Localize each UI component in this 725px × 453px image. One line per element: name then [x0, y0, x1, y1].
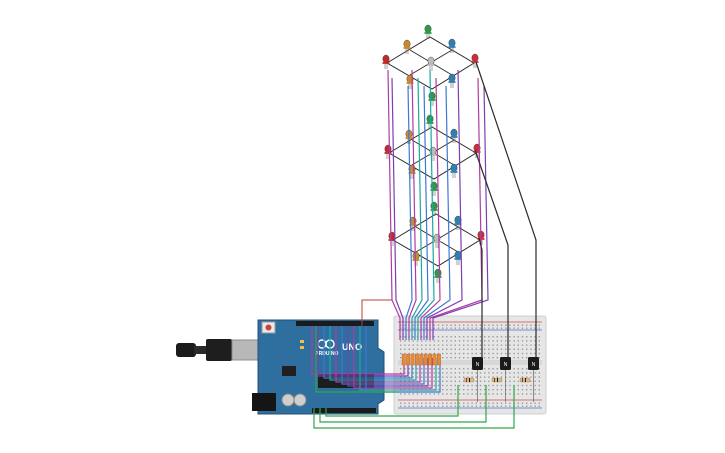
led[interactable] — [424, 24, 432, 39]
wire[interactable] — [319, 385, 487, 423]
led[interactable] — [448, 38, 456, 53]
led[interactable] — [427, 56, 435, 71]
transistor[interactable]: N — [472, 357, 483, 402]
wire[interactable] — [475, 61, 537, 360]
resistor[interactable] — [401, 353, 406, 366]
resistor[interactable] — [415, 353, 419, 366]
transistor[interactable]: N — [500, 357, 511, 402]
led[interactable] — [454, 215, 462, 230]
wire[interactable] — [323, 326, 413, 379]
wire[interactable] — [391, 77, 404, 340]
led[interactable] — [382, 54, 390, 69]
resistor[interactable] — [428, 353, 432, 366]
resistor[interactable] — [410, 353, 415, 366]
transistor-label: N — [504, 362, 508, 368]
wire[interactable] — [311, 326, 405, 375]
wire[interactable] — [341, 326, 425, 385]
cube-layer — [382, 24, 479, 106]
wire[interactable] — [365, 326, 441, 393]
cube-layer — [388, 201, 485, 283]
wire[interactable] — [478, 237, 483, 360]
wire[interactable] — [387, 69, 401, 340]
wire[interactable] — [474, 149, 509, 360]
led[interactable] — [448, 73, 456, 88]
wire[interactable] — [420, 77, 441, 340]
arduino-model-text: UNO — [342, 342, 362, 352]
led[interactable] — [429, 146, 437, 161]
led[interactable] — [412, 251, 420, 266]
led[interactable] — [384, 144, 392, 159]
wire[interactable] — [315, 326, 396, 393]
wire[interactable] — [347, 326, 429, 387]
transistor[interactable]: N — [528, 357, 539, 402]
resistor[interactable] — [419, 353, 424, 366]
led[interactable] — [428, 91, 436, 106]
wire[interactable] — [405, 85, 413, 340]
arduino-logo-text: ARDUINO — [315, 351, 338, 357]
wire[interactable] — [361, 299, 392, 326]
wire[interactable] — [426, 69, 463, 340]
led[interactable] — [450, 163, 458, 178]
wire[interactable] — [408, 69, 417, 340]
resistor[interactable] — [423, 353, 428, 366]
resistor[interactable] — [432, 353, 437, 366]
wire[interactable] — [325, 385, 459, 417]
led[interactable] — [403, 39, 411, 54]
wire[interactable] — [359, 326, 437, 391]
wire[interactable] — [414, 85, 429, 340]
resistor[interactable] — [437, 353, 441, 366]
base-resistor[interactable] — [519, 377, 531, 383]
wire[interactable] — [417, 69, 435, 340]
wire[interactable] — [313, 385, 515, 429]
base-resistor[interactable] — [491, 377, 503, 383]
transistor-label: N — [532, 362, 536, 368]
wire[interactable] — [317, 326, 409, 377]
wire[interactable] — [432, 85, 489, 340]
wire[interactable] — [329, 326, 417, 381]
power-jack-icon — [252, 393, 276, 411]
led[interactable] — [426, 114, 434, 129]
wiring — [311, 61, 537, 429]
wire[interactable] — [335, 326, 421, 383]
arduino-board[interactable]: ARDUINO UNO — [176, 319, 385, 415]
wire[interactable] — [429, 77, 483, 340]
wire[interactable] — [353, 326, 433, 389]
transistor-label: N — [476, 362, 480, 368]
base-resistor[interactable] — [463, 377, 475, 383]
led[interactable] — [454, 250, 462, 265]
wire[interactable] — [411, 77, 423, 340]
led[interactable] — [434, 268, 442, 283]
wire[interactable] — [423, 85, 451, 340]
led[interactable] — [450, 128, 458, 143]
resistor[interactable] — [406, 353, 410, 366]
